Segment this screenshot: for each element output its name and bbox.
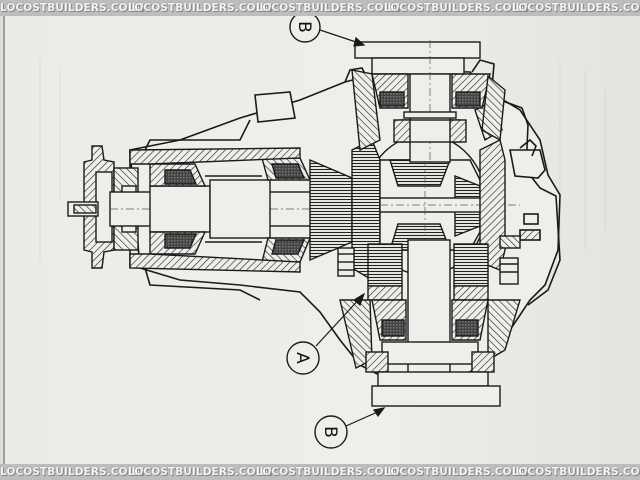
watermark-text: LOCOSTBUILDERS.CO.UK: [256, 2, 405, 14]
watermark-text: LOCOSTBUILDERS.CO.UK: [384, 466, 533, 478]
callout-a-label: A: [292, 352, 312, 364]
clutch-pack: [367, 243, 489, 301]
watermark-text: LOCOSTBUILDERS.CO.UK: [128, 466, 277, 478]
watermark-text: LOCOSTBUILDERS.CO.UK: [128, 2, 277, 14]
callout-b-top-label: B: [294, 21, 314, 33]
watermark-text: LOCOSTBUILDERS.CO.UK: [512, 2, 640, 14]
page-bleed-through: [39, 60, 606, 260]
watermark-text: LOCOSTBUILDERS.CO.UK: [256, 466, 405, 478]
callout-a: A: [286, 341, 320, 375]
callout-b-top: B: [289, 16, 321, 43]
pinion-flange-and-shaft: [67, 145, 353, 273]
callout-leaders: [315, 29, 386, 427]
watermark-text: LOCOSTBUILDERS.CO.UK: [512, 466, 640, 478]
manual-page: B A B: [0, 16, 640, 464]
lower-output-shaft: [337, 235, 521, 407]
callout-b-bottom: B: [314, 415, 348, 449]
watermark-text: LOCOSTBUILDERS.CO.UK: [0, 466, 149, 478]
differential-carrier: [351, 95, 520, 370]
watermark-text: LOCOSTBUILDERS.CO.UK: [0, 2, 149, 14]
watermark-text: LOCOSTBUILDERS.CO.UK: [384, 2, 533, 14]
callout-b-bottom-label: B: [320, 426, 340, 438]
differential-cross-section-drawing: B A B: [3, 16, 606, 464]
upper-output-shaft: [351, 40, 506, 163]
